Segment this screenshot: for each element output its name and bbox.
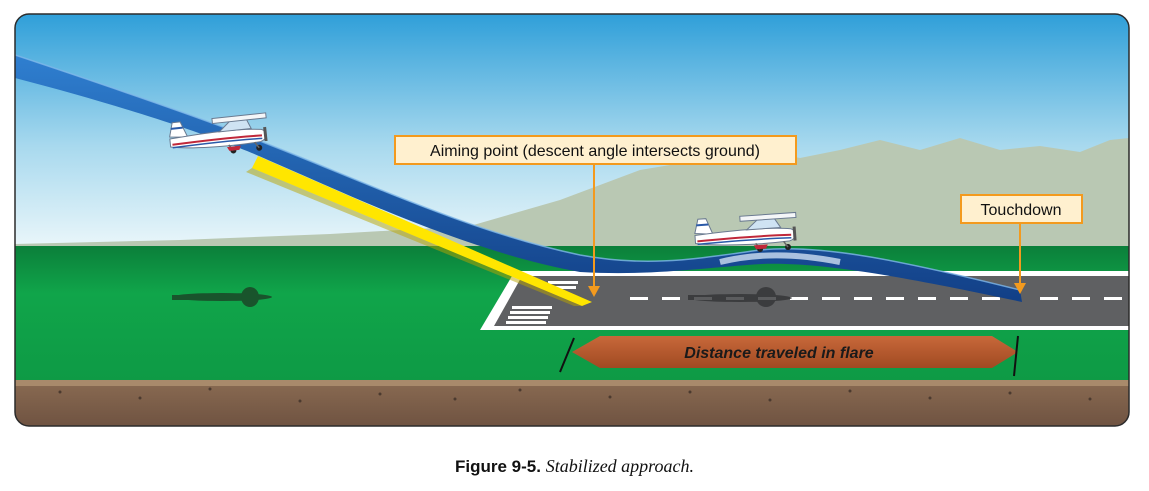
aiming-point-label: Aiming point (descent angle intersects g… [430,143,760,160]
flare-distance-label: Distance traveled in flare [684,345,874,362]
touchdown-label: Touchdown [981,202,1062,219]
soil-pebbles [58,387,1092,403]
airplane-in-flare [694,211,797,252]
aiming-point-callout: Aiming point (descent angle intersects g… [394,135,797,165]
touchdown-callout: Touchdown [960,194,1083,224]
figure-number: Figure 9-5. [454,457,541,476]
airplane-on-approach [169,112,268,154]
distant-hills [15,138,1129,250]
figure-title: Stabilized approach. [545,456,695,476]
figure-caption: Figure 9-5. Stabilized approach. [0,456,1149,477]
airplane-shadow-grass [172,287,272,307]
aiming-point-leader [588,164,600,297]
descent-angle-wedge [252,156,592,306]
flight-path-ribbon [15,55,1022,302]
ground-soil [15,380,1129,426]
illustration-frame [14,13,1130,427]
runway-threshold-marks [506,281,578,324]
flare-distance-arrow: Distance traveled in flare [559,335,1019,377]
touchdown-leader [1014,222,1026,294]
airplane-shadow-runway [688,287,792,307]
